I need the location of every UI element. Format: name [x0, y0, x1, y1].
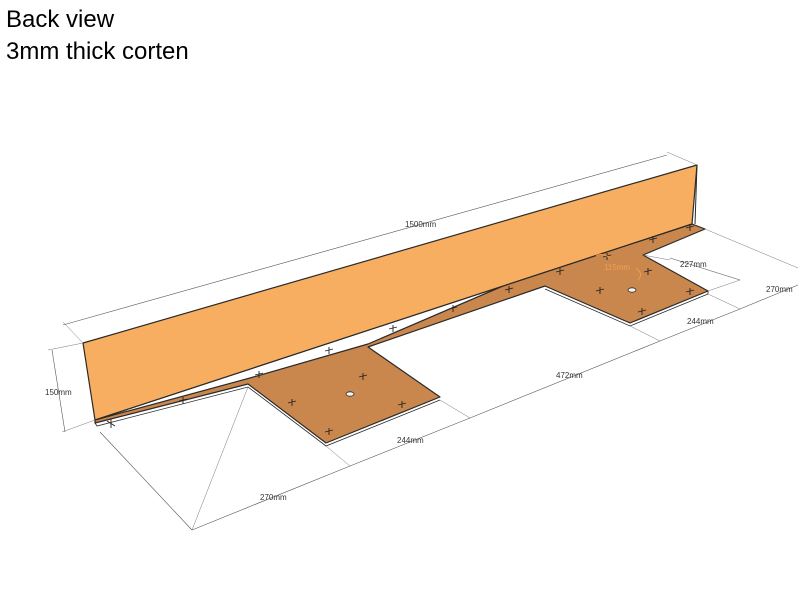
- ext-line-tab-left-b: [439, 399, 471, 419]
- screw-mark: [685, 288, 695, 295]
- screw-mark: [106, 419, 116, 428]
- ext-line-length-right: [666, 151, 698, 166]
- dim-line-gap: [469, 340, 661, 419]
- centre-hole-right: [627, 287, 637, 293]
- screw-mark: [595, 287, 605, 294]
- screw-mark: [397, 401, 407, 408]
- ext-line-gap-right: [629, 325, 661, 342]
- ext-line-length-left: [62, 321, 84, 344]
- centre-hole-left: [345, 391, 355, 397]
- dim-label-gap: 472mm: [556, 371, 583, 380]
- screw-mark: [643, 268, 653, 275]
- dim-line-offset: [669, 257, 741, 281]
- screw-marks: [106, 224, 695, 435]
- screw-mark: [287, 399, 297, 406]
- screw-mark: [648, 236, 658, 243]
- title-view: Back view: [6, 6, 115, 33]
- dim-line-length: [62, 154, 668, 326]
- title-block: Back view 3mm thick corten: [6, 4, 189, 68]
- dim-line-depth-left: [99, 431, 193, 531]
- screw-mark: [555, 268, 565, 275]
- wall-bottom-edge: [94, 223, 693, 421]
- dim-line-tab-right: [659, 308, 741, 342]
- ext-line-depth-left: [191, 386, 249, 531]
- dim-label-tab-left: 244mm: [397, 436, 424, 445]
- dim-label-height: 150mm: [45, 388, 72, 397]
- ext-line-tab-left-a: [325, 445, 351, 467]
- dim-label-tab-right: 244mm: [687, 317, 714, 326]
- base-plate-edge-right: [544, 288, 709, 327]
- base-plate: [94, 223, 709, 444]
- ext-line-offset-a: [642, 254, 671, 261]
- ext-line-tab-right: [707, 293, 741, 310]
- ext-line-offset-b: [707, 279, 741, 292]
- angle-label: 115mm: [604, 263, 630, 272]
- wall-thickness-edge: [694, 164, 698, 225]
- screw-mark: [448, 305, 458, 312]
- dim-line-tab-left: [191, 465, 351, 531]
- screw-mark: [324, 347, 334, 354]
- angle-arc-right: [635, 267, 641, 281]
- dim-line-depth-right: [739, 284, 799, 310]
- screw-mark: [388, 325, 398, 332]
- title-material: 3mm thick corten: [6, 38, 189, 65]
- screw-mark: [685, 224, 695, 231]
- screw-mark: [358, 373, 368, 380]
- screw-mark: [324, 428, 334, 435]
- dim-label-length: 1500mm: [405, 220, 436, 229]
- screw-mark: [254, 371, 264, 378]
- ext-line-depth-right: [704, 228, 799, 269]
- dim-line-height: [51, 349, 66, 433]
- screw-mark: [637, 308, 647, 315]
- screw-mark: [504, 286, 514, 293]
- screw-mark: [178, 397, 188, 404]
- dim-label-offset: 227mm: [680, 260, 707, 269]
- angle-arc-left: [595, 253, 611, 259]
- dim-label-depth-right: 270mm: [766, 285, 793, 294]
- dim-line-tab-left-2: [349, 417, 471, 467]
- ext-line-height-top: [47, 342, 84, 351]
- dim-label-depth-left: 270mm: [260, 493, 287, 502]
- ext-line-height-bottom: [61, 419, 96, 433]
